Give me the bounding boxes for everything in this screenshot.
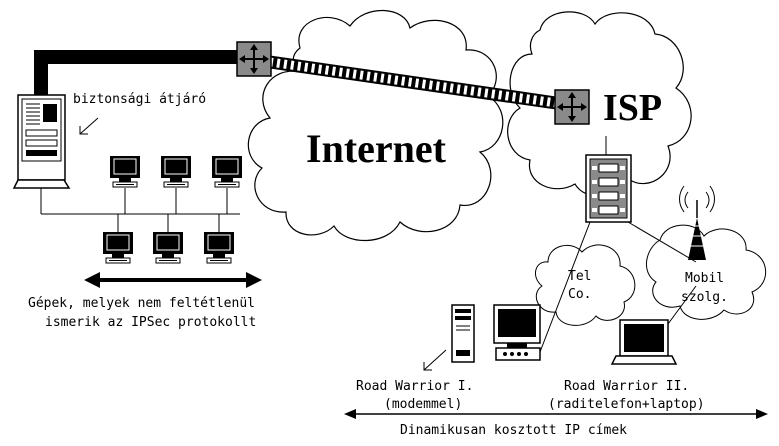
mobile-link-upper — [627, 221, 697, 263]
telco-label-line1: Tel — [568, 269, 591, 284]
internet-label: Internet — [306, 126, 447, 171]
server-tower-icon — [12, 94, 71, 189]
workstation-icon — [203, 231, 235, 264]
rw2-label-line2: (raditelefon+laptop) — [548, 397, 705, 412]
rw1-label-line2: (modemmel) — [384, 397, 462, 412]
rw1-label-line1: Road Warrior I. — [356, 379, 473, 394]
laptop-icon — [610, 319, 678, 365]
machines-label-line1: Gépek, melyek nem feltétlenül — [28, 296, 255, 311]
mobile-cloud-icon — [646, 224, 767, 320]
dynamic-ip-range-arrow-icon — [344, 409, 768, 419]
telco-cloud-icon — [534, 244, 636, 326]
router-icon — [236, 41, 272, 77]
gateway-pointer-arrow-icon — [79, 117, 99, 135]
modem-icon — [495, 347, 541, 361]
modem-bank-icon — [585, 154, 632, 223]
road-warrior-1-monitor-icon — [493, 304, 541, 348]
workstation-icon — [211, 155, 243, 188]
workstation-icon — [160, 155, 192, 188]
workstation-icon — [102, 231, 134, 264]
workstation-icon — [152, 231, 184, 264]
rw1-pointer-arrow-icon — [423, 349, 447, 371]
lan-bus — [40, 188, 240, 232]
antenna-tower-icon — [679, 185, 715, 260]
lan-range-arrow-icon — [84, 272, 262, 288]
internet-tunnel-link — [269, 55, 557, 110]
mobile-link-lower — [667, 285, 697, 325]
dynamic-ip-label: Dinamikusan kosztott IP címek — [400, 423, 627, 438]
isp-router-icon — [554, 89, 590, 125]
workstation-icon — [109, 155, 141, 188]
telco-link — [539, 221, 591, 353]
isp-label: ISP — [603, 87, 662, 129]
road-warrior-1-tower-icon — [451, 304, 475, 363]
gateway-uplink — [34, 50, 238, 96]
gateway-label: biztonsági átjáró — [73, 92, 206, 107]
telco-label-line2: Co. — [568, 287, 591, 302]
machines-label-line2: ismerik az IPSec protokollt — [45, 315, 256, 330]
rw2-label-line1: Road Warrior II. — [564, 379, 689, 394]
mobile-label-line1: Mobil — [685, 271, 724, 286]
mobile-label-line2: szolg. — [681, 290, 728, 305]
